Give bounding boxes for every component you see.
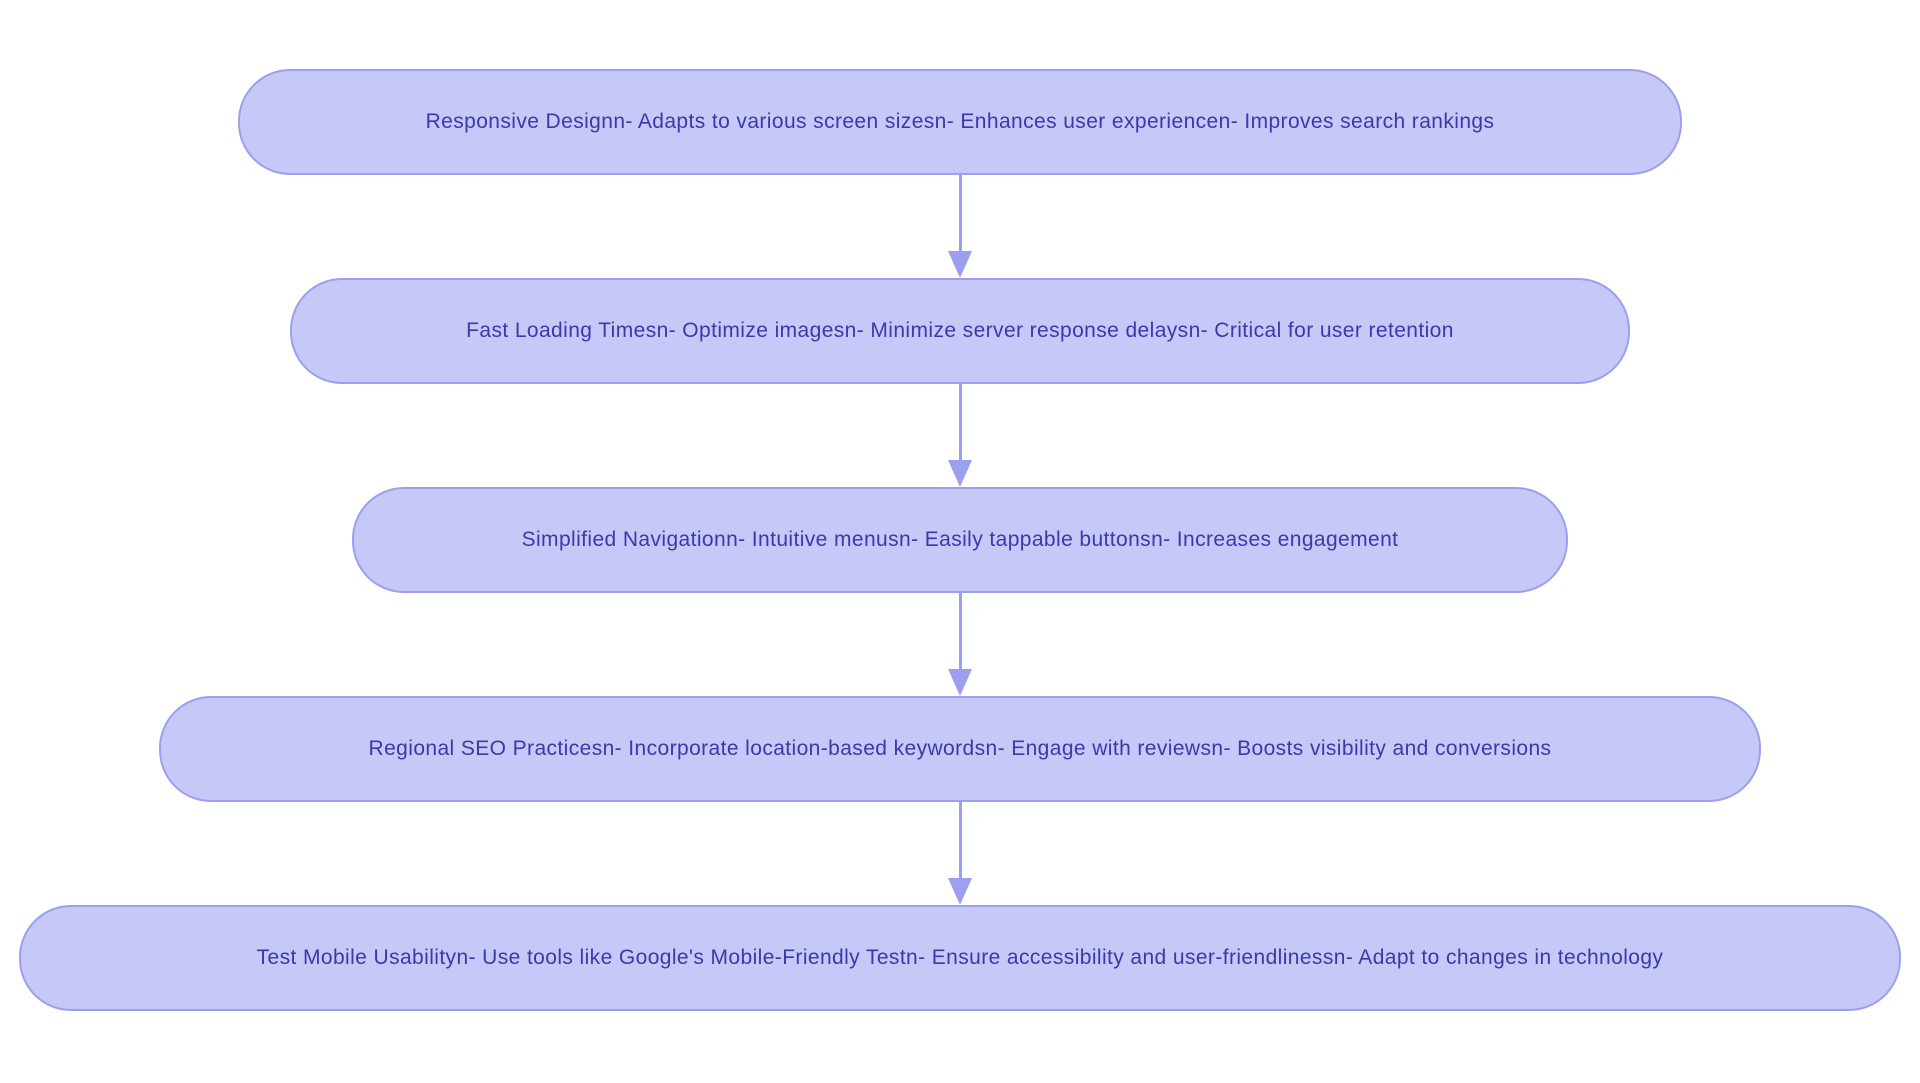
node-label: Regional SEO Practicesn- Incorporate loc… bbox=[368, 737, 1552, 761]
node-label: Fast Loading Timesn- Optimize imagesn- M… bbox=[466, 319, 1454, 343]
flow-node-simplified-navigation: Simplified Navigationn- Intuitive menusn… bbox=[352, 487, 1568, 593]
arrow-line bbox=[958, 384, 962, 460]
flow-node-regional-seo-practices: Regional SEO Practicesn- Incorporate loc… bbox=[159, 696, 1761, 802]
arrow-line bbox=[958, 175, 962, 251]
arrow-down-icon bbox=[948, 251, 972, 278]
flow-node-responsive-design: Responsive Designn- Adapts to various sc… bbox=[238, 69, 1682, 175]
flow-arrow-4 bbox=[948, 802, 972, 905]
arrow-down-icon bbox=[948, 669, 972, 696]
arrow-down-icon bbox=[948, 878, 972, 905]
node-label: Test Mobile Usabilityn- Use tools like G… bbox=[256, 946, 1664, 970]
flow-node-fast-loading-times: Fast Loading Timesn- Optimize imagesn- M… bbox=[290, 278, 1630, 384]
arrow-down-icon bbox=[948, 460, 972, 487]
node-label: Responsive Designn- Adapts to various sc… bbox=[425, 110, 1495, 134]
flow-node-test-mobile-usability: Test Mobile Usabilityn- Use tools like G… bbox=[19, 905, 1901, 1011]
flow-arrow-2 bbox=[948, 384, 972, 487]
node-label: Simplified Navigationn- Intuitive menusn… bbox=[521, 528, 1399, 552]
flow-arrow-3 bbox=[948, 593, 972, 696]
flow-arrow-1 bbox=[948, 175, 972, 278]
arrow-line bbox=[958, 802, 962, 878]
arrow-line bbox=[958, 593, 962, 669]
